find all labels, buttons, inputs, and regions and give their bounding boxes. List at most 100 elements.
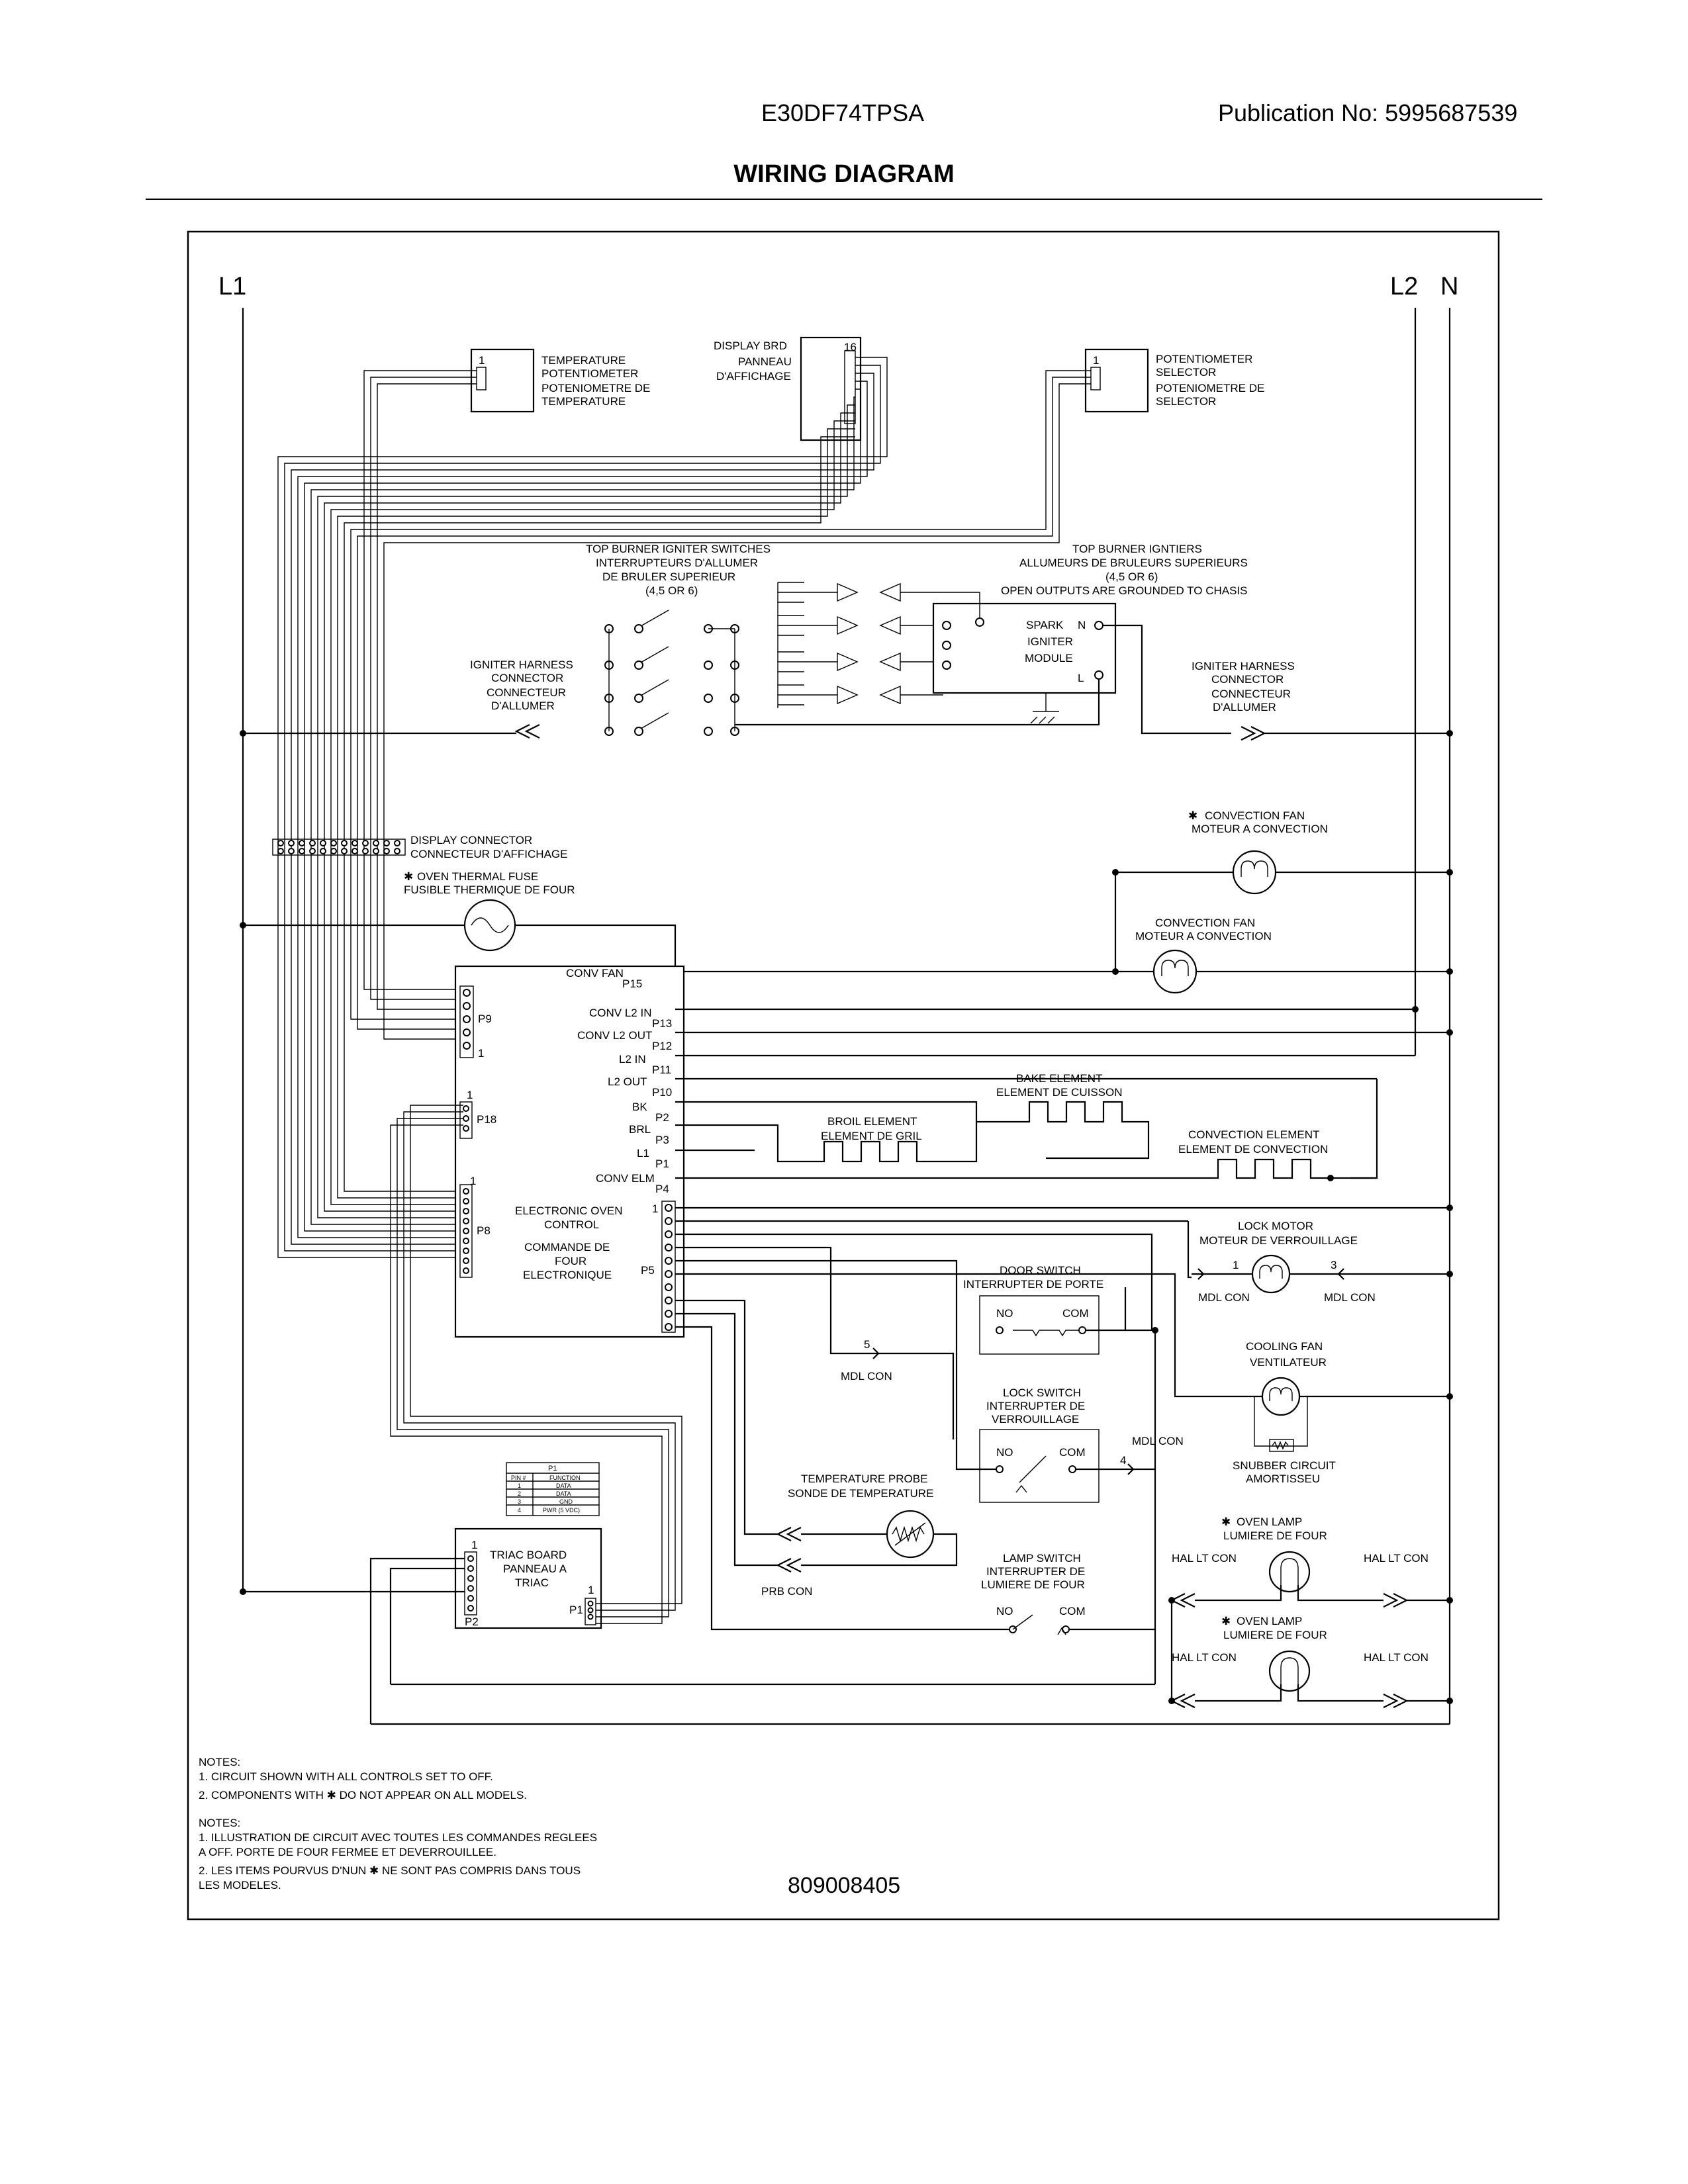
lock-motor-pin-3: 3	[1331, 1259, 1336, 1271]
oven-lamp-2-label-1: OVEN LAMP	[1237, 1615, 1302, 1627]
thermal-fuse-label-2: FUSIBLE THERMIQUE DE FOUR	[404, 884, 575, 896]
harness-left-label-1: IGNITER HARNESS	[470, 659, 573, 671]
p1-table-title: P1	[548, 1465, 557, 1473]
spark-module-label-1: SPARK	[1026, 619, 1064, 631]
rail-label-n: N	[1440, 273, 1458, 300]
probe-connector-2	[776, 1558, 802, 1572]
lamp-switch-com: COM	[1059, 1605, 1086, 1617]
notes-fr-4: LES MODELES.	[199, 1879, 281, 1891]
eoc-p15-label: P15	[622, 978, 642, 990]
eoc-p4-label: P4	[655, 1183, 669, 1195]
door-switch-com: COM	[1062, 1307, 1089, 1320]
part-number: 809008405	[788, 1873, 900, 1898]
eoc-conv-l2-out-label: CONV L2 OUT	[577, 1029, 652, 1042]
lock-motor-label-1: LOCK MOTOR	[1238, 1220, 1313, 1232]
signal-harness: DISPLAY CONNECTOR CONNECTEUR D'AFFICHAGE	[272, 357, 1091, 1258]
triac-label-2: PANNEAU A	[503, 1563, 567, 1575]
igniter-switches-label-2: INTERRUPTEURS D'ALLUMER	[596, 557, 758, 569]
page-title: WIRING DIAGRAM	[733, 160, 955, 188]
door-switch-label-2: INTERRUPTER DE PORTE	[963, 1278, 1103, 1291]
snubber-label-1: SNUBBER CIRCUIT	[1233, 1459, 1336, 1472]
temp-probe-label-1: TEMPERATURE PROBE	[801, 1473, 927, 1485]
triac-board: 1 P2 TRIAC BOARD PANNEAU A TRIAC 1 P1	[240, 1105, 682, 1724]
cooling-fan-label-2: VENTILATEUR	[1250, 1356, 1327, 1369]
harness-right-label-2: CONNECTOR	[1211, 673, 1284, 686]
eoc-l2-out-label: L2 OUT	[608, 1075, 647, 1088]
eoc-conv-fan-label: CONV FAN	[566, 967, 624, 979]
potentiometer-selector: 1 POTENTIOMETER SELECTOR POTENIOMETRE DE…	[1084, 348, 1264, 413]
eoc-p12-label: P12	[652, 1040, 672, 1052]
igniter-switches-label-1: TOP BURNER IGNITER SWITCHES	[586, 543, 771, 555]
temp-pot-label-1: TEMPERATURE	[541, 354, 626, 367]
convection-fan: CONVECTION FAN MOTEUR A CONVECTION	[649, 917, 1453, 994]
model-number: E30DF74TPSA	[761, 99, 925, 126]
p1-table-header-function: FUNCTION	[549, 1475, 581, 1481]
spark-module-n-terminal: N	[1078, 619, 1086, 631]
lock-switch-label-1: LOCK SWITCH	[1003, 1387, 1081, 1399]
lock-switch-mdl-con: MDL CON	[1132, 1435, 1184, 1447]
oven-lamp-1-hal-lt-con-right: HAL LT CON	[1364, 1552, 1429, 1565]
p1-table-pin-1: 1	[518, 1482, 521, 1489]
oven-lamp-1-label-2: LUMIERE DE FOUR	[1223, 1529, 1327, 1542]
eoc-p9-pin-1: 1	[478, 1047, 484, 1060]
oven-lamp-2-label-2: LUMIERE DE FOUR	[1223, 1629, 1327, 1641]
notes-fr-1: 1. ILLUSTRATION DE CIRCUIT AVEC TOUTES L…	[199, 1831, 597, 1844]
bake-label-2: ELEMENT DE CUISSON	[996, 1086, 1123, 1099]
spark-module-label-2: IGNITER	[1027, 635, 1073, 648]
oven-lamp-2-connector-right	[1383, 1694, 1409, 1708]
lock-motor-mdl-con-1: MDL CON	[1198, 1291, 1250, 1304]
door-switch-no: NO	[996, 1307, 1013, 1320]
lock-motor-connector-1	[1192, 1268, 1205, 1280]
bake-label-1: BAKE ELEMENT	[1016, 1072, 1102, 1085]
lock-switch-label-3: VERROUILLAGE	[992, 1413, 1079, 1426]
broil-label-1: BROIL ELEMENT	[827, 1115, 917, 1128]
p1-table-function-1: DATA	[556, 1482, 571, 1489]
thermal-fuse-asterisk: ✱	[404, 870, 413, 883]
p5-loads: LOCK MOTOR MOTEUR DE VERROUILLAGE 1 3 MD…	[371, 1205, 1453, 1725]
door-switch-label-1: DOOR SWITCH	[1000, 1264, 1081, 1277]
oven-lamp-1	[1268, 1551, 1311, 1593]
display-board: 16 DISPLAY BRD PANNEAU D'AFFICHAGE	[714, 336, 862, 441]
notes-fr-title: NOTES:	[199, 1817, 240, 1829]
display-connector-label-2: CONNECTEUR D'AFFICHAGE	[410, 848, 567, 860]
eoc-l1-label: L1	[637, 1147, 649, 1160]
igniters-label-1: TOP BURNER IGNTIERS	[1072, 543, 1202, 555]
probe-connector-1	[776, 1527, 802, 1541]
rail-label-l1: L1	[218, 273, 246, 300]
igniter-section: TOP BURNER IGNITER SWITCHES INTERRUPTEUR…	[240, 543, 1453, 741]
igniter-switch-array	[604, 610, 739, 736]
p1-table-function-3: GND	[559, 1498, 573, 1505]
notes-en-title: NOTES:	[199, 1756, 240, 1768]
lock-motor-pin-1: 1	[1233, 1259, 1239, 1271]
rail-label-l2: L2	[1390, 273, 1418, 300]
oven-lamp-1-hal-lt-con-left: HAL LT CON	[1172, 1552, 1237, 1565]
eoc-p5-pin-1: 1	[652, 1203, 658, 1215]
notes: NOTES: 1. CIRCUIT SHOWN WITH ALL CONTROL…	[199, 1756, 900, 1898]
igniters-label-4: OPEN OUTPUTS ARE GROUNDED TO CHASIS	[1001, 584, 1248, 597]
spark-module-l-terminal: L	[1078, 672, 1084, 684]
bake-element	[675, 1101, 1150, 1160]
eoc-conv-elm-label: CONV ELM	[596, 1172, 655, 1185]
p1-table-header-pin: PIN #	[511, 1475, 526, 1481]
oven-lamp-2-hal-lt-con-right: HAL LT CON	[1364, 1651, 1429, 1664]
conv-fan-opt-label-2: MOTEUR A CONVECTION	[1192, 823, 1328, 835]
lock-motor-connector-3	[1336, 1268, 1350, 1280]
oven-lamp-2-hal-lt-con-left: HAL LT CON	[1172, 1651, 1237, 1664]
lock-switch-label-2: INTERRUPTER DE	[986, 1400, 1085, 1412]
p1-table-pin-2: 2	[518, 1490, 521, 1497]
harness-right-label-3: CONNECTEUR	[1211, 688, 1291, 700]
harness-right-connector	[1241, 726, 1266, 741]
snubber-label-2: AMORTISSEU	[1246, 1473, 1320, 1485]
eoc-p13-label: P13	[652, 1017, 672, 1030]
temp-probe-label-2: SONDE DE TEMPERATURE	[788, 1487, 933, 1500]
p1-table-function-2: DATA	[556, 1490, 571, 1497]
eoc-label-4: FOUR	[555, 1255, 586, 1267]
eoc-p1-label: P1	[655, 1158, 669, 1170]
notes-fr-3: 2. LES ITEMS POURVUS D'NUN ✱ NE SONT PAS…	[199, 1864, 581, 1877]
lock-switch	[979, 1429, 1100, 1503]
notes-en-2: 2. COMPONENTS WITH ✱ DO NOT APPEAR ON AL…	[199, 1789, 527, 1801]
temp-pot-label-3: POTENIOMETRE DE	[541, 382, 650, 394]
display-brd-pin-16: 16	[844, 341, 857, 353]
eoc-p5-label: P5	[641, 1264, 655, 1277]
oven-lamp-2	[1268, 1650, 1311, 1692]
